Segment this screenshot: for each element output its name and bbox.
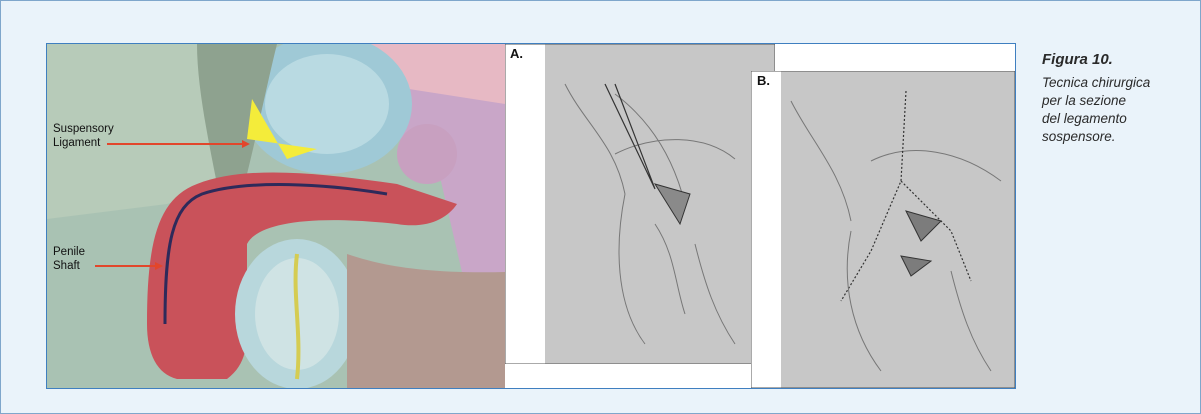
figure-caption: Figura 10. Tecnica chirurgica per la sez… xyxy=(1042,51,1192,146)
penile-shaft-label: Penile Shaft xyxy=(53,245,85,273)
figure-panel: Suspensory Ligament Penile Shaft A. xyxy=(46,43,1016,389)
figure-title: Figura 10. xyxy=(1042,51,1192,68)
surgical-diagram-b xyxy=(751,71,1015,388)
shaft-label-line1: Penile xyxy=(53,245,85,259)
panel-b-label: B. xyxy=(757,73,770,88)
figure-caption-body: Tecnica chirurgica per la sezione del le… xyxy=(1042,74,1192,146)
caption-line: Tecnica chirurgica xyxy=(1042,74,1192,92)
shaft-label-line2: Shaft xyxy=(53,259,85,273)
anatomy-illustration xyxy=(47,44,505,388)
suspensory-label-line2: Ligament xyxy=(53,136,114,150)
caption-line: sospensore. xyxy=(1042,128,1192,146)
panel-a-label: A. xyxy=(510,46,523,61)
surgical-diagram-a xyxy=(505,44,775,364)
suspensory-ligament-label: Suspensory Ligament xyxy=(53,122,114,150)
caption-line: per la sezione xyxy=(1042,92,1192,110)
caption-line: del legamento xyxy=(1042,110,1192,128)
suspensory-label-line1: Suspensory xyxy=(53,122,114,136)
